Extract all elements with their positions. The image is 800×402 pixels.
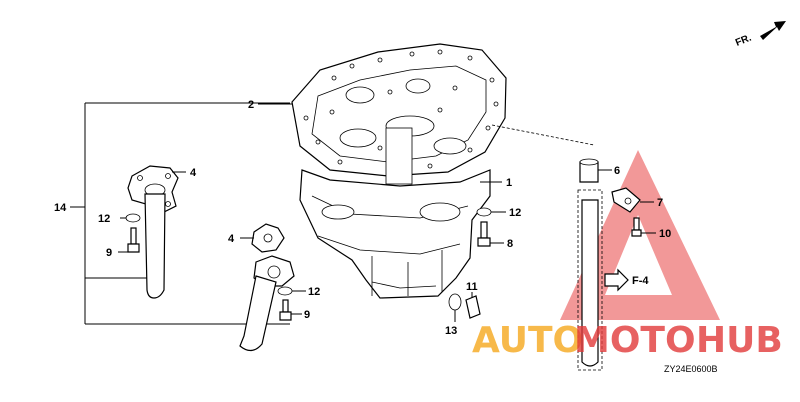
callout-11: 11 <box>466 281 478 293</box>
callout-2: 2 <box>248 99 254 111</box>
callout-12-right: 12 <box>509 207 521 219</box>
callout-12-lower: 12 <box>308 286 320 298</box>
oil-pan <box>299 127 491 299</box>
bolt-8-washer-12 <box>476 207 492 247</box>
front-direction-arrow: FR. <box>734 21 786 49</box>
dipstick-assembly <box>491 124 642 371</box>
watermark-moto: MOTO <box>574 320 696 361</box>
upper-tube-assembly <box>125 165 179 299</box>
callout-9-upper: 9 <box>106 247 112 259</box>
callout-10: 10 <box>659 228 671 240</box>
callout-7: 7 <box>657 197 663 209</box>
front-label: FR. <box>734 32 753 48</box>
watermark-auto: AUTO <box>472 320 583 361</box>
callout-14: 14 <box>54 202 67 214</box>
callout-9-lower: 9 <box>304 309 310 321</box>
watermark-text: AUTO MOTO HUB <box>472 320 783 361</box>
gasket-plate <box>291 43 507 177</box>
callout-6: 6 <box>614 165 620 177</box>
watermark-logo <box>560 150 720 320</box>
callouts: 2 1 4 4 12 12 9 9 14 12 8 11 13 6 7 10 F… <box>54 99 718 374</box>
lower-tube-assembly <box>239 223 295 352</box>
callout-1: 1 <box>506 177 512 189</box>
drain-bolt-11-13 <box>448 292 481 319</box>
watermark-hub: HUB <box>696 320 783 361</box>
callout-8: 8 <box>507 238 513 250</box>
callout-4-lower: 4 <box>228 233 235 245</box>
leader-lines <box>118 103 656 322</box>
reference-f4: F-4 <box>632 275 649 287</box>
callout-4-upper: 4 <box>190 167 197 179</box>
diagram-code: ZY24E0600B <box>664 364 718 374</box>
callout-13: 13 <box>445 325 457 337</box>
callout-12-upper: 12 <box>98 213 110 225</box>
